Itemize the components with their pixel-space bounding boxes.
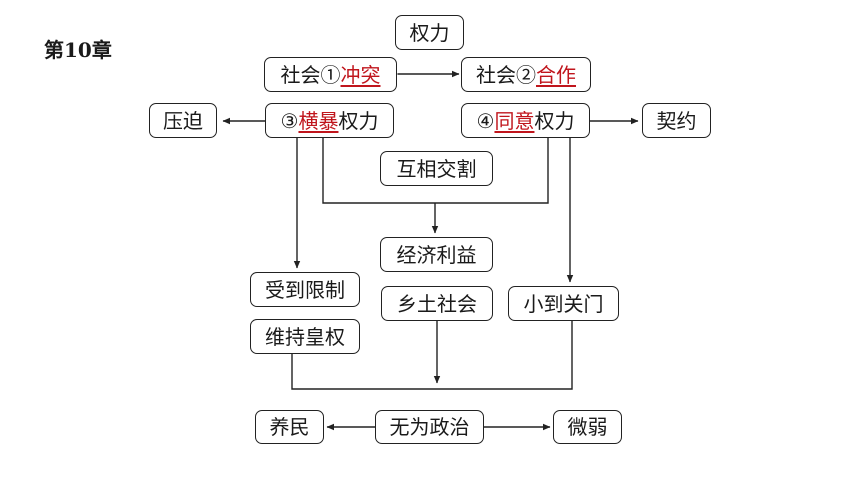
node-economic-interest: 经济利益: [380, 237, 493, 272]
node-inaction-politics: 无为政治: [375, 410, 484, 444]
node-small-to-gate: 小到关门: [508, 286, 619, 321]
node-maintain-imperial: 维持皇权: [250, 319, 360, 354]
node-weak: 微弱: [553, 410, 622, 444]
chapter-title: 第10章: [44, 38, 112, 62]
node-power: 权力: [395, 15, 464, 50]
node-restricted: 受到限制: [250, 272, 360, 307]
node-nourish-people: 养民: [255, 410, 324, 444]
answer-conflict: 冲突: [340, 62, 381, 87]
node-oppression: 压迫: [149, 103, 217, 138]
node-rural-society: 乡土社会: [381, 286, 493, 321]
node-mutual-split: 互相交割: [380, 151, 493, 186]
node-contract: 契约: [642, 103, 711, 138]
answer-cooperation: 合作: [536, 62, 576, 87]
answer-consent: 同意: [494, 108, 535, 133]
answer-tyranny: 横暴: [298, 108, 339, 133]
